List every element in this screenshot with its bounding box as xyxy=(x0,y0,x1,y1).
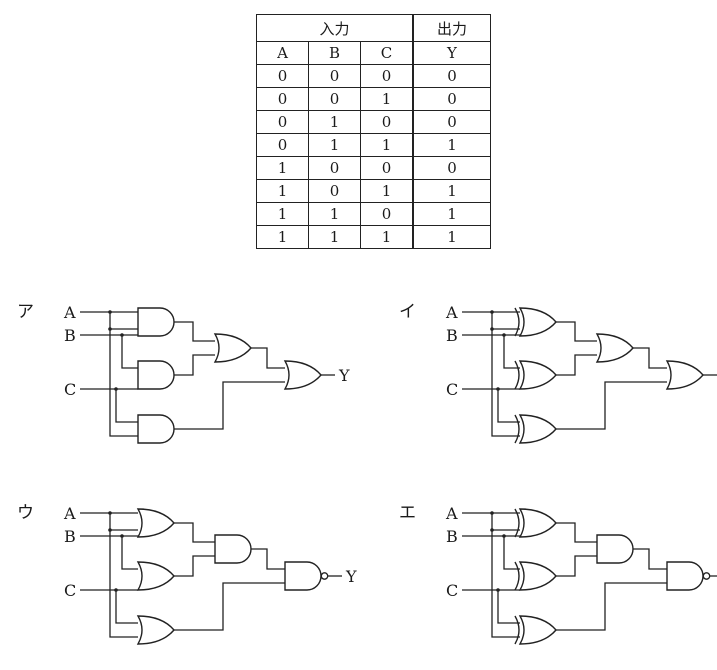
first-stage-gate-2 xyxy=(514,561,557,591)
table-cell: 0 xyxy=(360,110,414,134)
table-cell: 0 xyxy=(412,156,491,180)
input-label-b: B xyxy=(446,527,458,546)
truth-table-column-row: A B C Y xyxy=(256,41,491,65)
first-stage-gate-3 xyxy=(514,615,557,645)
output-group-header: 出力 xyxy=(412,14,491,42)
middle-gate xyxy=(213,333,252,363)
truth-table-group-row: 入力 出力 xyxy=(256,14,491,42)
input-label-b: B xyxy=(64,527,76,546)
first-stage-gate-1 xyxy=(136,508,175,538)
table-cell: 0 xyxy=(256,64,309,88)
table-cell: 1 xyxy=(308,110,361,134)
circuit-1: ア AB C Y xyxy=(17,302,350,444)
input-label-a: A xyxy=(445,303,458,322)
option-label: エ xyxy=(399,503,416,523)
final-gate xyxy=(665,360,704,390)
table-cell: 0 xyxy=(412,64,491,88)
first-stage-gate-2 xyxy=(136,561,175,591)
input-label-a: A xyxy=(445,504,458,523)
first-stage-gate-1 xyxy=(514,508,557,538)
table-cell: 0 xyxy=(308,179,361,203)
input-group-header: 入力 xyxy=(256,14,414,42)
input-label-c: C xyxy=(446,581,458,600)
circuit-2: イABCY xyxy=(399,302,717,444)
table-cell: 0 xyxy=(256,87,309,111)
table-cell: 1 xyxy=(412,179,491,203)
circuit-4: エABCY xyxy=(399,503,717,645)
table-cell: 0 xyxy=(360,156,414,180)
input-label-a: A xyxy=(63,303,76,322)
first-stage-gate-2 xyxy=(514,360,557,390)
first-stage-gate-3 xyxy=(136,615,175,645)
final-gate xyxy=(284,561,329,591)
output-label: Y xyxy=(338,366,350,385)
final-gate xyxy=(283,360,322,390)
first-stage-gate-1 xyxy=(137,307,175,337)
option-label: イ xyxy=(399,302,416,322)
option-label: ウ xyxy=(17,503,34,523)
input-label-c: C xyxy=(446,380,458,399)
table-cell: 1 xyxy=(360,133,414,157)
option-label: ア xyxy=(17,302,34,322)
table-cell: 0 xyxy=(308,64,361,88)
middle-gate xyxy=(214,534,252,564)
first-stage-gate-2 xyxy=(137,360,175,390)
table-cell: 1 xyxy=(256,225,309,249)
column-header-y: Y xyxy=(412,41,491,65)
input-label-b: B xyxy=(64,326,76,345)
first-stage-gate-1 xyxy=(514,307,557,337)
table-cell: 0 xyxy=(256,110,309,134)
output-label: Y xyxy=(345,567,357,586)
table-cell: 1 xyxy=(308,225,361,249)
middle-gate xyxy=(596,534,634,564)
circuit-3: ウ AB C Y xyxy=(17,503,357,645)
table-cell: 0 xyxy=(308,87,361,111)
table-cell: 1 xyxy=(412,225,491,249)
middle-gate xyxy=(595,333,634,363)
input-label-a: A xyxy=(63,504,76,523)
first-stage-gate-3 xyxy=(514,414,557,444)
final-gate xyxy=(666,561,711,591)
first-stage-gate-3 xyxy=(137,414,175,444)
table-cell: 1 xyxy=(360,225,414,249)
input-label-c: C xyxy=(64,380,76,399)
input-label-c: C xyxy=(64,581,76,600)
input-label-b: B xyxy=(446,326,458,345)
table-cell: 1 xyxy=(308,202,361,226)
